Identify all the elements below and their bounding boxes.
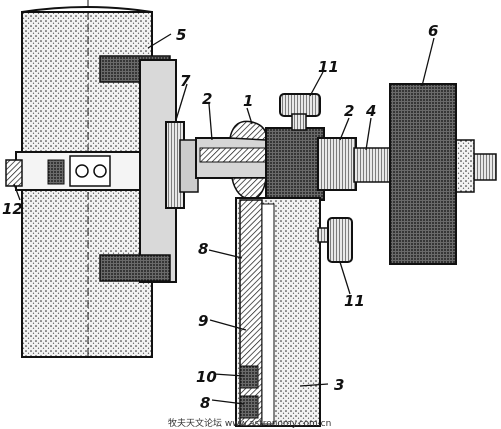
label-2-right: 2 [344,102,354,120]
label-6: 6 [428,22,438,40]
label-12: 12 [2,200,23,218]
label-9: 9 [198,312,208,330]
label-11-top: 11 [318,58,339,76]
label-4: 4 [365,102,376,120]
label-2-left: 2 [202,90,212,108]
label-7: 7 [180,72,191,90]
counterweight [389,83,457,265]
label-5: 5 [176,26,186,44]
label-10: 10 [196,368,217,386]
vertical-tube [235,197,321,427]
label-8-lower: 8 [200,394,210,412]
clamp-band [5,151,162,191]
leader-lines [13,33,435,405]
top-knob-screw [279,93,321,131]
label-3: 3 [334,376,344,394]
watermark-text: 牧夫天文论坛 www.astronomy.com.cn [168,417,331,429]
label-11-side: 11 [344,292,365,310]
counterweight-shaft [353,139,497,193]
central-housing [265,127,357,201]
flange-nut [165,121,199,209]
callout-labels: 5 7 2 1 11 2 4 6 12 8 11 9 10 3 8 [2,22,438,412]
label-8-upper: 8 [198,240,208,258]
side-knob-screw [317,217,353,263]
label-1: 1 [243,92,253,110]
